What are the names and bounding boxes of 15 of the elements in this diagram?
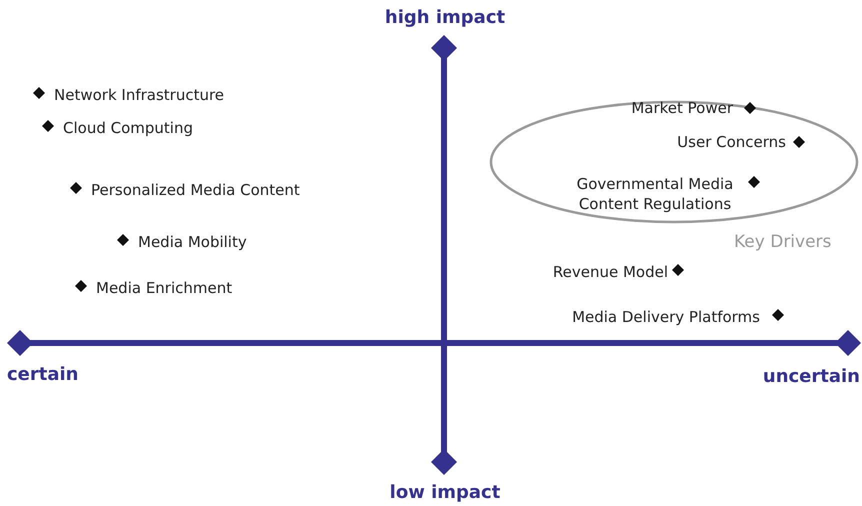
item-label: Personalized Media Content — [91, 180, 300, 200]
item-label: Market Power — [631, 98, 733, 118]
item-label: Cloud Computing — [63, 118, 193, 138]
axis-label: low impact — [388, 482, 502, 504]
item-label: Revenue Model — [552, 262, 668, 282]
item-label: Network Infrastructure — [54, 85, 224, 105]
axis-label: high impact — [384, 7, 506, 29]
item-label: Media Mobility — [138, 232, 247, 252]
group-title: Key Drivers — [734, 232, 832, 252]
item-label: User Concerns — [677, 132, 786, 152]
item-label: Governmental Media Content Regulations — [565, 174, 745, 214]
axis-label: uncertain — [762, 366, 860, 388]
item-label: Media Enrichment — [96, 278, 232, 298]
axis-label: certain — [7, 364, 78, 386]
item-label: Media Delivery Platforms — [572, 307, 760, 327]
